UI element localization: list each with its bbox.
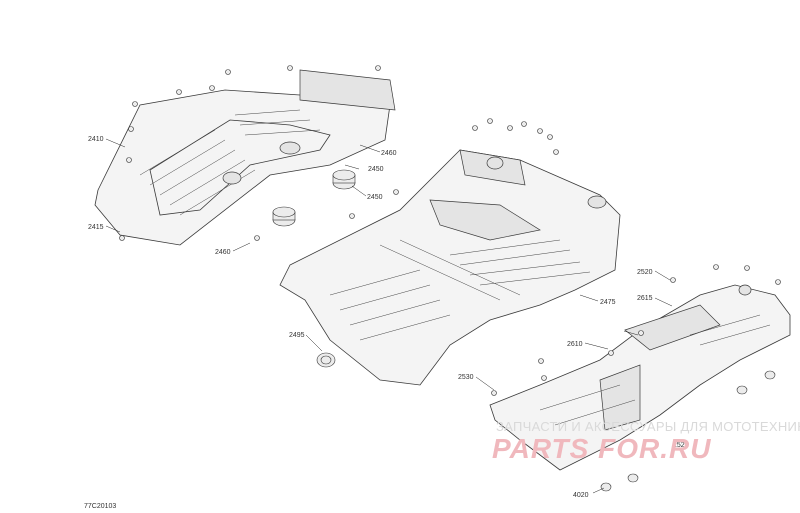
diagram-code: 77C20103 [84, 503, 116, 510]
plug-4020-group[interactable] [600, 370, 776, 492]
label-2460-a: 2460 [381, 150, 397, 157]
leader-lines [105, 138, 673, 494]
label-4020: 4020 [573, 492, 589, 499]
label-2495: 2495 [289, 332, 305, 339]
label-2520-b: 2520 [673, 442, 689, 449]
label-2410: 2410 [88, 136, 104, 143]
label-2610: 2610 [567, 341, 583, 348]
label-2460-b: 2460 [215, 249, 231, 256]
grommet-2450-b[interactable] [272, 206, 296, 227]
floor-panel-center[interactable] [279, 149, 621, 386]
label-2475: 2475 [600, 299, 616, 306]
grommet-2495[interactable] [316, 352, 336, 368]
label-2615: 2615 [637, 295, 653, 302]
grommet-2450-a[interactable] [332, 169, 356, 190]
part-number-labels: 2410 2415 2450 2450 2460 2460 2460 2475 … [88, 136, 689, 499]
label-2520: 2520 [637, 269, 653, 276]
watermark-brand: PARTS FOR.RU [492, 433, 711, 464]
label-2415: 2415 [88, 224, 104, 231]
floor-panel-rear-right[interactable] [489, 284, 791, 471]
fasteners [119, 65, 781, 396]
label-2450-b: 2450 [368, 166, 384, 173]
label-2530: 2530 [458, 374, 474, 381]
floor-panel-front-left[interactable] [94, 69, 396, 246]
label-2450-a: 2450 [367, 194, 383, 201]
watermark-tagline: ЗАПЧАСТИ И АКСЕССУАРЫ ДЛЯ МОТОТЕХНИКИ [496, 419, 800, 434]
watermark: ЗАПЧАСТИ И АКСЕССУАРЫ ДЛЯ МОТОТЕХНИКИ PA… [492, 419, 800, 464]
